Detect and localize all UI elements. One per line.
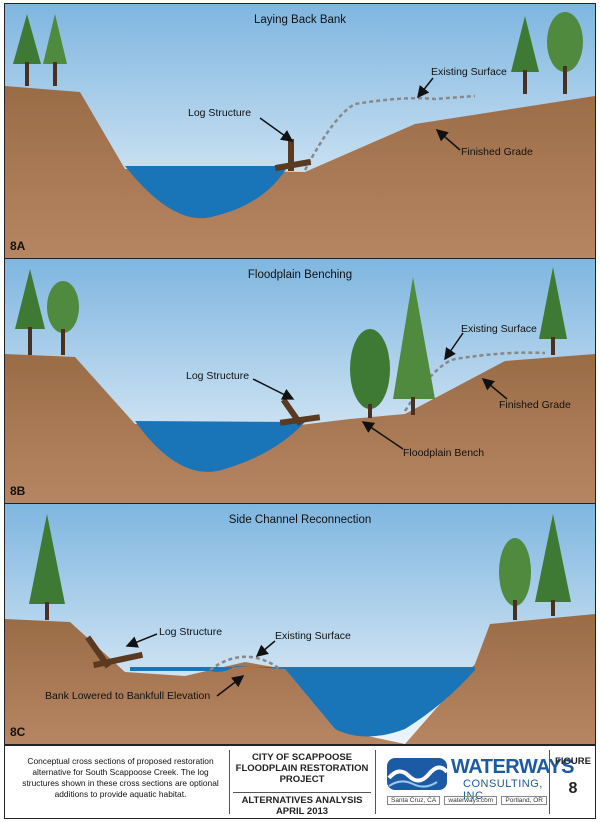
finished-grade-label: Finished Grade [461,146,533,158]
panel-id: 8B [10,484,26,498]
existing-surface-line [303,94,476,171]
logo-location-1: Santa Cruz, CA [387,796,441,805]
divider [229,750,230,814]
channel-water [135,421,305,472]
finished-grade-label: Finished Grade [499,399,571,411]
divider [375,750,376,814]
floodplain-bench-label: Floodplain Bench [403,447,485,459]
wave-icon [387,758,447,790]
analysis-date: ALTERNATIVES ANALYSIS APRIL 2013 [233,792,371,817]
logo-website: waterways.com [444,796,498,805]
log-structure-label: Log Structure [159,626,223,638]
report-date: APRIL 2013 [275,806,329,817]
divider [549,750,550,814]
panel-id: 8C [10,725,26,739]
bank-lowered-label: Bank Lowered to Bankfull Elevation [45,690,211,702]
tree [13,12,583,94]
analysis-title: ALTERNATIVES ANALYSIS [241,795,363,806]
logo-location-2: Portland, OR [501,796,547,805]
log-structure-label: Log Structure [186,370,250,382]
project-title: CITY OF SCAPPOOSE FLOODPLAIN RESTORATION… [235,752,369,785]
tree [15,267,567,418]
panel-title: Floodplain Benching [247,269,353,281]
cross-section-8c [5,504,595,744]
existing-surface-label: Existing Surface [275,630,351,642]
panel-8c: Side Channel Reconnection Log Structure … [4,503,596,745]
log-structure [279,397,321,427]
panel-id: 8A [10,239,26,253]
figure-label: FIGURE [555,756,591,767]
existing-surface-line [209,655,281,672]
logo-contact: Santa Cruz, CA waterways.com Portland, O… [387,796,547,805]
figure-number: 8 [568,780,578,797]
logo-name: WATERWAYS [451,756,574,778]
log-structure [274,139,312,172]
tree [29,514,571,620]
panel-title: Laying Back Bank [253,14,347,26]
existing-surface-label: Existing Surface [461,323,537,335]
channel-water [130,666,475,737]
title-block: Conceptual cross sections of proposed re… [4,745,596,819]
log-structure [85,635,144,669]
figure-caption: Conceptual cross sections of proposed re… [22,756,219,799]
log-structure-label: Log Structure [188,107,252,119]
panel-8b: Floodplain Benching Log Structure Existi… [4,258,596,504]
waterways-logo: WATERWAYS CONSULTING, INC. Santa Cruz, C… [387,754,574,810]
existing-surface-label: Existing Surface [431,66,507,78]
cross-section-8b [5,259,595,503]
panel-title: Side Channel Reconnection [228,514,372,526]
panel-8a: Laying Back Bank Log Structure Existing … [4,3,596,259]
cross-section-8a [5,4,595,258]
channel-water [125,166,288,219]
